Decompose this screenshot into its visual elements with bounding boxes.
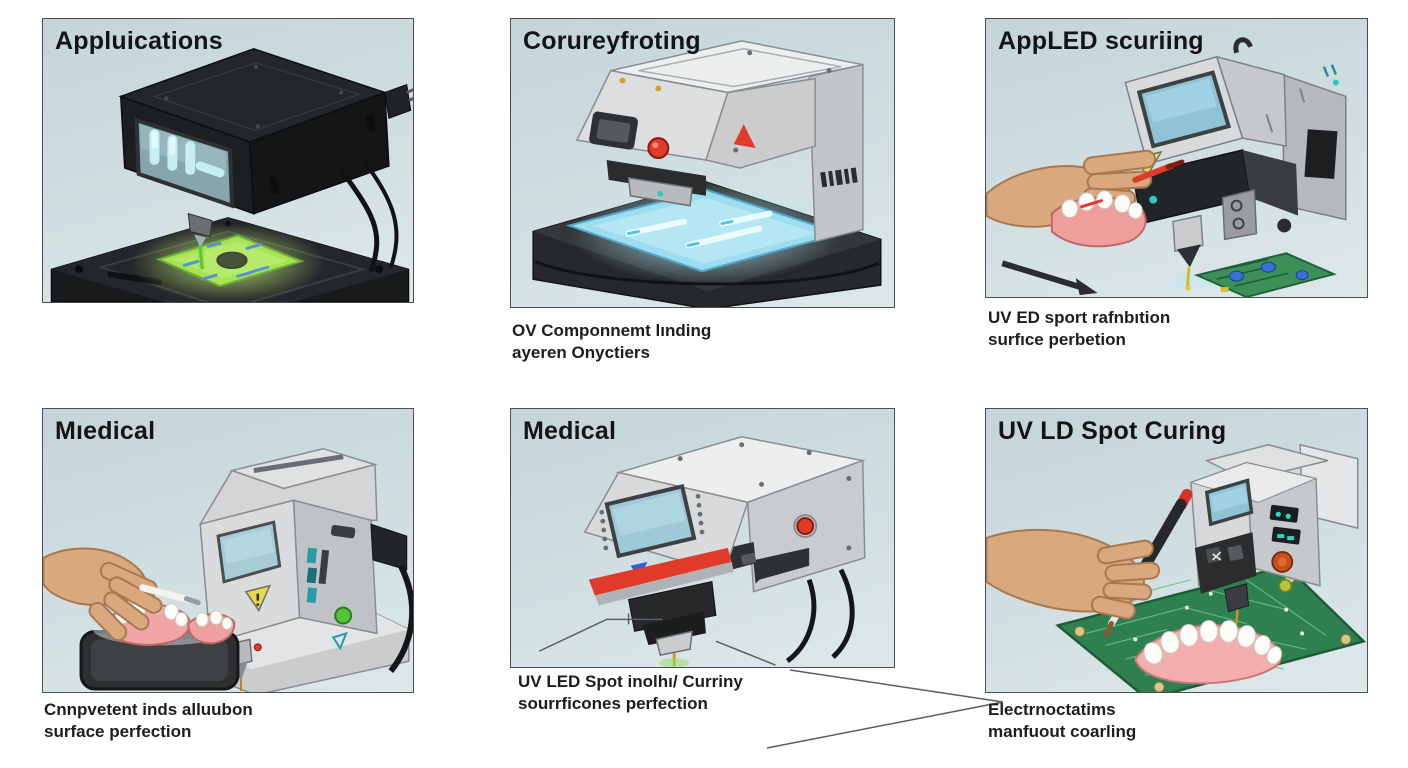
caption-line: sourrficones perfection <box>518 694 708 714</box>
bezel-buttons <box>599 493 705 551</box>
dental-arch <box>1134 620 1283 685</box>
indicator-lights <box>306 547 330 604</box>
leader-lines <box>538 613 776 666</box>
led-window <box>134 117 235 209</box>
machine-body <box>583 436 866 606</box>
arrow-icon <box>1001 260 1098 296</box>
spot-curing-head-illustration <box>538 436 866 667</box>
pcb-board <box>1193 252 1337 297</box>
glow-plate <box>565 183 845 284</box>
panel-applications: Appluications <box>42 18 414 303</box>
red-button <box>796 517 815 536</box>
dispense-nozzle <box>1163 214 1213 292</box>
machine-body <box>1124 37 1347 241</box>
machine-body <box>1189 443 1359 643</box>
caption-line: Cnnpvetent inds alluubon <box>44 700 253 719</box>
caption-line: UV ED sport rafnbıtion <box>988 308 1171 327</box>
hand-holding-dental-model <box>986 149 1185 248</box>
panel-title: Mıedical <box>55 417 156 445</box>
panel-coating: Corureyfroting <box>510 18 895 308</box>
machine-body <box>183 447 413 692</box>
caption-line: Electrnoctatims <box>988 700 1116 719</box>
green-button <box>334 606 353 625</box>
caption-line: UV LED Spot inolhı/ Curriny <box>518 672 743 691</box>
panel-title: Medical <box>523 417 617 445</box>
caption-medical-spot: UV LED Spot inolhı/ Curriny sourrficones… <box>518 671 743 716</box>
machine-body <box>575 40 864 243</box>
red-marker-line <box>1080 199 1104 209</box>
white-instrument <box>139 584 192 604</box>
spot-curing-machine-illustration <box>986 37 1347 297</box>
red-button <box>647 137 670 160</box>
yellow-button <box>1278 579 1292 593</box>
power-cable <box>388 564 413 673</box>
panel-medical-dental: Mıedical <box>42 408 414 693</box>
hand-with-pen <box>986 488 1193 637</box>
caption-line: ayeren Onyctiers <box>512 343 650 363</box>
panel-title: Appluications <box>55 27 223 55</box>
cables <box>785 568 855 664</box>
leader-line-zigzag <box>766 669 1004 749</box>
caption-uv-ld: Electrnoctatims manfuout coarling <box>988 699 1136 744</box>
panel-title: Corureyfroting <box>523 27 701 55</box>
pcb-curing-illustration <box>986 443 1367 692</box>
cables <box>339 158 399 273</box>
caption-coating: OV Componnemt lınding ayeren Onyctiers <box>512 320 711 365</box>
benchtop-curing-machine-illustration <box>43 447 413 692</box>
caption-line: surfıce perbetion <box>988 330 1126 350</box>
dark-window <box>589 111 638 150</box>
red-probe-tool <box>1132 162 1175 183</box>
caption-line: manfuout coarling <box>988 722 1137 742</box>
caption-led-spot: UV ED sport rafnbıtion surfıce perbetion <box>988 307 1170 352</box>
caption-line: OV Componnemt lınding <box>512 321 712 340</box>
glow-plate <box>130 223 326 302</box>
power-adapter <box>370 523 408 571</box>
barcode-marks <box>820 167 858 188</box>
green-glow <box>659 658 690 667</box>
panel-title: AppLED scuriing <box>998 27 1204 55</box>
caption-medical-dental: Cnnpvetent inds alluubon surface perfect… <box>44 699 253 744</box>
panel-title: UV LD Spot Curing <box>998 417 1227 445</box>
panel-uv-ld-spot-curing: UV LD Spot Curing <box>985 408 1368 693</box>
uv-curing-machine-illustration <box>50 48 413 302</box>
hand-with-tool <box>43 547 201 642</box>
nozzle-and-beam <box>187 212 213 270</box>
indicator-displays <box>1269 504 1301 545</box>
red-triangle-marker <box>733 124 756 149</box>
flood-curing-machine-illustration <box>532 40 882 307</box>
panel-medical-spot: Medical <box>510 408 895 668</box>
red-stripe <box>588 547 732 596</box>
caption-line: surface perfection <box>44 722 192 742</box>
panel-led-spot-curing: AppLED scuriing <box>985 18 1368 298</box>
